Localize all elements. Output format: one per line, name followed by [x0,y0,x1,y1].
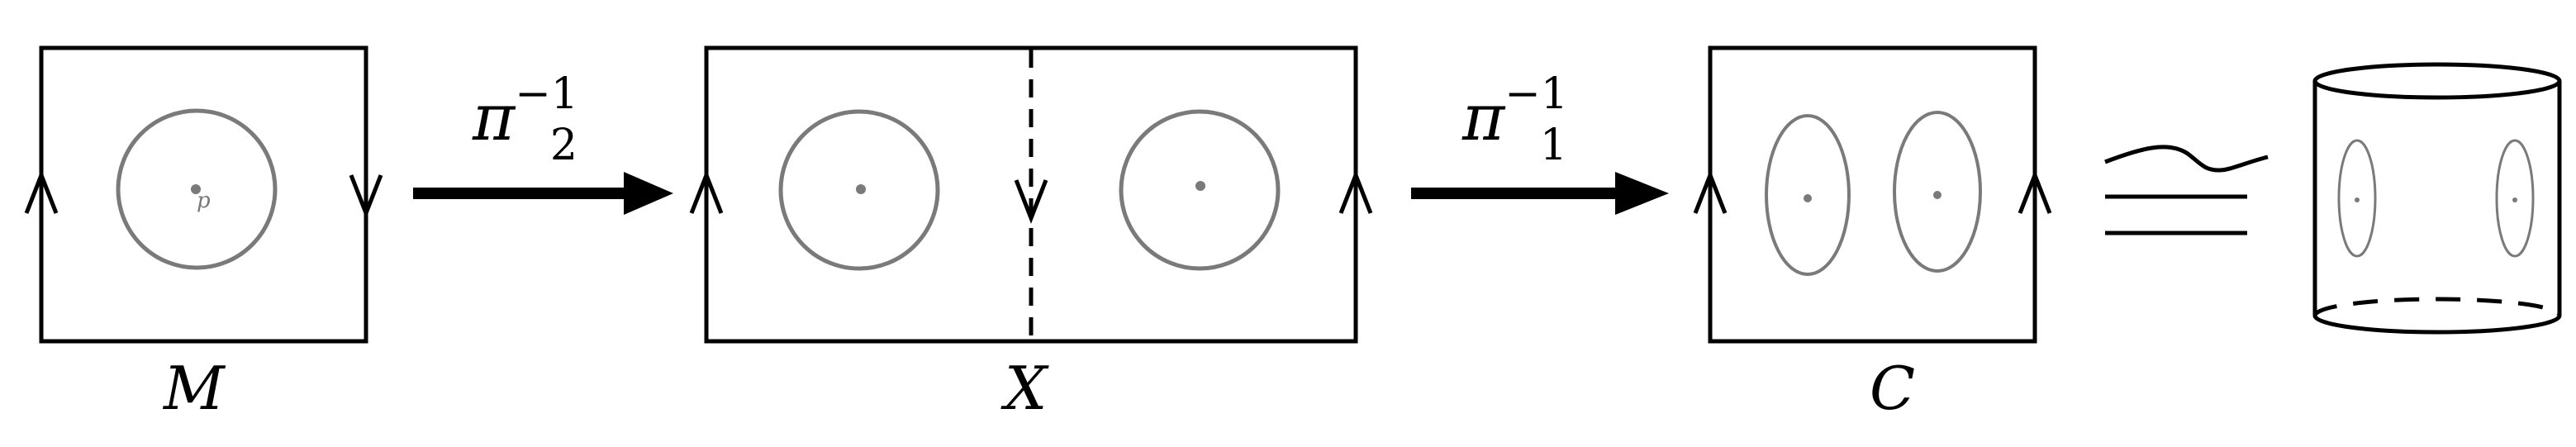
map-pi1-sup: −1 [1504,69,1568,119]
panel-c-right-ellipse [1893,111,1982,273]
panel-c-left-up-chevron [1693,169,1728,214]
panel-x-right-circle [1119,109,1281,271]
map-pi2-sub: 2 [549,121,578,170]
panel-c-left-dot [1804,194,1812,202]
point-p-label: p [197,188,211,213]
panel-m-left-up-chevron [24,169,59,214]
panel-m-square [39,45,368,344]
panel-x-left-circle [778,109,940,271]
cylinder-left-hole [2337,139,2377,258]
cylinder-bottom-back-arc [2312,297,2562,316]
panel-c-right-dot [1933,191,1942,199]
panel-x-left-dot [856,184,866,194]
map-label-pi2-inverse: π−12 [473,69,578,170]
cylinder-bottom-front-arc [2312,315,2562,335]
arrow-pi2-inverse [413,172,673,215]
cylinder-left-hole-dot [2355,197,2360,202]
panel-m [24,45,383,344]
panel-x [689,45,1373,344]
cylinder-top-rim [2312,62,2562,100]
space-x-label: X [1005,354,1048,423]
map-pi2-base: π [473,81,516,155]
space-c-label: C [1870,354,1916,423]
panel-x-right-up-chevron [1338,169,1373,214]
homeomorphic-to-symbol [2104,145,2269,235]
panel-c-left-ellipse [1765,114,1851,276]
panel-x-middle-down-chevron [1014,179,1048,224]
map-pi1-sub: 1 [1539,121,1568,170]
cylinder-right-hole [2495,139,2535,258]
map-pi2-sup: −1 [515,69,578,119]
panel-c [1693,45,2052,344]
panel-m-circle [116,108,278,270]
space-m-label: M [164,354,225,423]
panel-x-right-dot [1195,181,1205,191]
point-p-dot [191,184,201,194]
cylinder [2312,62,2562,335]
panel-x-left-up-chevron [689,169,724,214]
map-pi1-base: π [1462,81,1505,155]
arrow-pi1-inverse [1411,172,1669,215]
panel-c-right-up-chevron [2018,169,2052,214]
panel-m-right-down-chevron [349,174,383,219]
panel-c-square [1708,45,2037,344]
cylinder-right-hole-dot [2512,197,2517,202]
map-label-pi1-inverse: π−11 [1462,69,1568,170]
panel-x-rectangle [704,45,1358,344]
